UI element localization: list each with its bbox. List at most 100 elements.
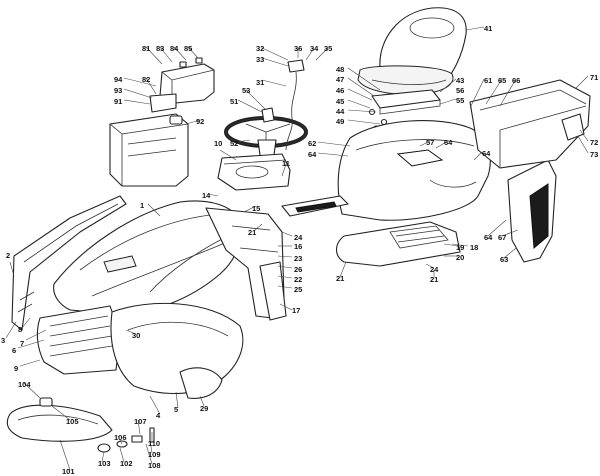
callout-label: 109 <box>148 450 161 459</box>
callout-label: 92 <box>196 117 204 126</box>
callout-label: 64 <box>444 138 453 147</box>
leader-line <box>123 99 151 105</box>
callout-label: 6 <box>12 346 16 355</box>
callout-label: 2 <box>6 251 10 260</box>
leader-line <box>277 275 293 279</box>
leader-line <box>317 141 351 147</box>
leader-line <box>347 109 377 113</box>
callout-label: 83 <box>156 44 164 53</box>
leader-line <box>245 89 267 111</box>
leader-line <box>117 435 123 445</box>
callout-label: 63 <box>500 255 508 264</box>
leader-line <box>253 223 263 232</box>
callout-label: 35 <box>324 44 332 53</box>
callout-label: 85 <box>184 44 192 53</box>
leader-line <box>469 78 485 109</box>
leader-line <box>207 193 219 197</box>
callout-label: 5 <box>174 405 178 414</box>
leader-line <box>185 119 201 125</box>
callout-label: 48 <box>336 65 344 74</box>
leader-line <box>439 78 457 93</box>
leader-line <box>243 205 257 213</box>
callout-label: 33 <box>256 55 264 64</box>
callout-label: 66 <box>512 76 520 85</box>
leader-line <box>347 99 371 109</box>
callout-label: 8 <box>18 325 22 334</box>
callout-label: 101 <box>62 467 75 476</box>
leader-line <box>347 77 375 97</box>
callout-label: 61 <box>484 76 492 85</box>
leader-line <box>315 47 329 61</box>
leader-line <box>159 46 173 63</box>
callout-label: 17 <box>292 306 300 315</box>
leader-line <box>101 451 105 463</box>
left-side-panel <box>11 195 127 331</box>
callout-label: 4 <box>156 411 161 420</box>
leader-line <box>439 98 457 105</box>
callout-label: 102 <box>120 459 133 468</box>
callout-label: 105 <box>66 417 79 426</box>
leader-line <box>219 149 237 161</box>
callout-label: 94 <box>114 75 123 84</box>
leader-line <box>425 263 435 269</box>
callout-label: 47 <box>336 75 344 84</box>
callout-label: 103 <box>98 459 111 468</box>
callout-label: 22 <box>294 275 302 284</box>
callout-label: 45 <box>336 97 344 106</box>
leader-line <box>465 26 485 31</box>
callout-label: 62 <box>308 139 316 148</box>
callout-label: 9 <box>14 364 18 373</box>
leader-line <box>145 77 157 95</box>
leader-line <box>237 99 263 113</box>
callout-label: 71 <box>590 73 598 82</box>
callout-label: 64 <box>482 149 491 158</box>
leader-line <box>279 303 293 311</box>
callout-label: 49 <box>336 117 344 126</box>
leader-line <box>443 243 459 247</box>
callout-label: 26 <box>294 265 302 274</box>
rear-tray <box>469 79 591 169</box>
leader-line <box>281 163 287 177</box>
callout-label: 31 <box>256 78 264 87</box>
callout-label: 41 <box>484 24 492 33</box>
callout-label: 20 <box>456 253 464 262</box>
lower-skirt <box>110 302 244 399</box>
callout-label: 65 <box>498 76 506 85</box>
leader-line <box>23 382 41 399</box>
leader-line <box>277 265 293 269</box>
callout-label: 24 <box>430 265 439 274</box>
callout-label: 107 <box>134 417 147 426</box>
callout-label: 3 <box>1 336 5 345</box>
leader-line <box>175 391 179 409</box>
battery <box>149 57 215 113</box>
callout-label: 51 <box>230 97 238 106</box>
callout-label: 55 <box>456 96 464 105</box>
callout-label: 53 <box>242 86 250 95</box>
fuel-tank <box>109 113 189 187</box>
callout-label: 36 <box>294 44 302 53</box>
leader-line <box>235 139 251 143</box>
callout-label: 10 <box>214 139 222 148</box>
callout-label: 29 <box>200 404 208 413</box>
leader-lines <box>5 26 589 471</box>
dash-console <box>217 153 291 191</box>
seat <box>357 7 467 95</box>
leader-line <box>487 219 507 237</box>
leader-line <box>17 339 45 349</box>
callout-label: 44 <box>336 107 345 116</box>
callout-label: 14 <box>202 191 211 200</box>
leader-line <box>199 395 205 407</box>
callout-label: 93 <box>114 86 122 95</box>
callout-label: 21 <box>248 228 256 237</box>
callout-label: 56 <box>456 86 464 95</box>
leader-line <box>261 57 289 67</box>
leader-line <box>419 140 431 147</box>
callout-label: 34 <box>310 44 319 53</box>
callout-label: 21 <box>336 274 344 283</box>
callout-label: 32 <box>256 44 264 53</box>
leader-line <box>499 78 517 107</box>
leader-line <box>5 321 17 339</box>
callout-label: 21 <box>430 275 438 284</box>
leader-line <box>451 243 469 247</box>
